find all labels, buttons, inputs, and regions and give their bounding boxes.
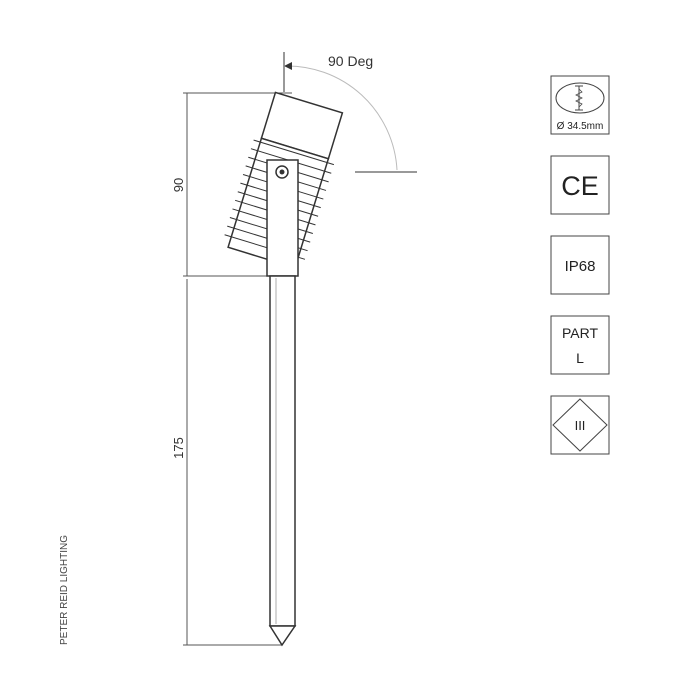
angle-arc [283,65,398,171]
brand-label: PETER REID LIGHTING [59,535,70,645]
dimension-label-head: 90 [171,178,186,192]
badge-ip68: IP68 [550,235,610,295]
badge-ce: CE [550,155,610,215]
ground-stake [268,275,297,647]
cutout-diameter-icon [555,82,605,114]
badge-ip-label: IP68 [565,258,596,275]
dimension-label-stake: 175 [171,437,186,459]
angle-indicator: 90 Deg [283,52,417,173]
badge-ce-label: CE [561,171,599,201]
badge-cutout-diameter: Ø 34.5mm [550,75,610,135]
angle-arrowhead [284,62,292,70]
badge-cutout-label: Ø 34.5mm [557,121,604,132]
bracket [266,159,299,277]
badge-part-l-letter: L [576,350,584,366]
badge-class-iii: III [550,395,610,455]
badge-part-l: PART L [550,315,610,375]
dimension-lines [183,92,292,646]
badge-class-label: III [575,418,586,433]
stake-point [268,625,297,647]
angle-label: 90 Deg [328,53,373,69]
class-iii-diamond-icon [552,398,608,452]
badge-part-label: PART [562,325,598,341]
stake-shaft [269,275,296,627]
bracket-arm [266,159,299,277]
